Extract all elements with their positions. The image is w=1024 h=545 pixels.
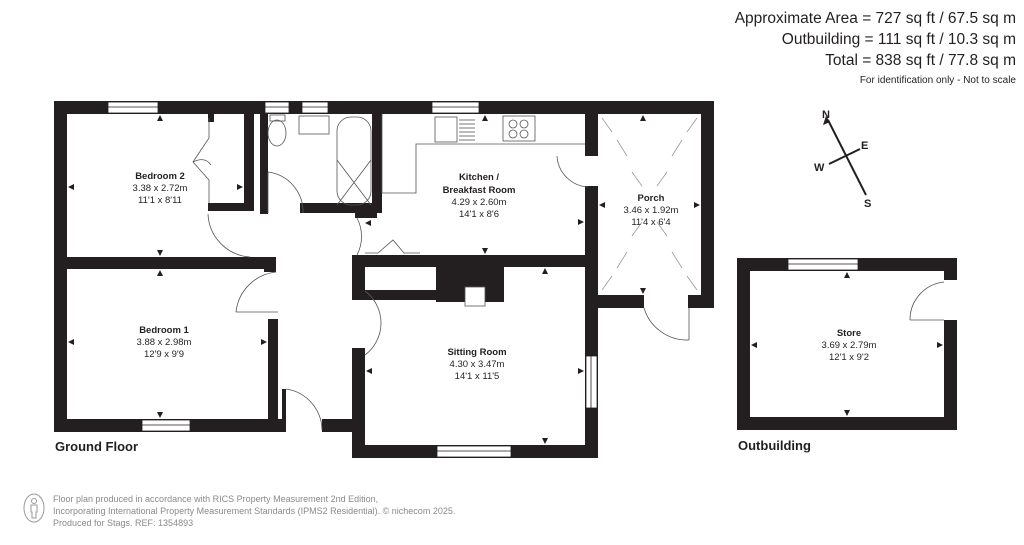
sink-icon [434,116,458,143]
sitting-imperial: 14'1 x 11'5 [455,371,500,382]
footer-line-2: Incorporating International Property Mea… [53,506,456,516]
approximate-area: Approximate Area = 727 sq ft / 67.5 sq m [734,10,1016,27]
bedroom2-name: Bedroom 2 [135,171,185,182]
compass-n: N [822,109,830,121]
kitchen-name-1: Kitchen / [459,172,499,183]
door-sitting [364,290,382,356]
footer-line-1: Floor plan produced in accordance with R… [53,494,379,504]
bathroom-fixtures [267,114,372,206]
walls [54,101,957,458]
measurement-arrows [68,115,943,444]
door-bathroom [267,171,304,214]
door-bedroom1 [235,271,277,313]
total-area: Total = 838 sq ft / 77.8 sq m [825,52,1016,69]
bedroom2-imperial: 11'1 x 8'11 [138,195,182,206]
hearth [464,286,486,307]
outbuilding-area: Outbuilding = 111 sq ft / 10.3 sq m [781,31,1016,48]
window-bedroom2 [107,101,159,114]
area-summary: Approximate Area = 727 sq ft / 67.5 sq m… [735,8,1016,88]
bedroom1-metric: 3.88 x 2.98m [137,337,192,348]
door-porch-outer [643,307,690,341]
porch-name: Porch [638,193,665,204]
door-kitchen [356,217,362,256]
kitchen-units [381,114,585,194]
room-labels: Bedroom 2 3.38 x 2.72m 11'1 x 8'11 Kitch… [133,171,877,382]
store-metric: 3.69 x 2.79m [822,340,877,351]
outbuilding-label: Outbuilding [738,438,811,453]
porch-roof-lines [601,117,698,291]
compass-icon: N E W S [814,109,871,210]
kitchen-name-2: Breakfast Room [443,185,516,196]
window-bath [301,101,329,114]
window-bedroom1 [141,419,191,432]
bedroom1-imperial: 12'9 x 9'9 [144,349,184,360]
ground-floor-label: Ground Floor [55,439,139,454]
disclaimer: For identification only - Not to scale [859,75,1016,86]
drainer-icon [459,119,475,141]
door-bedroom2 [207,213,251,258]
sitting-metric: 4.30 x 3.47m [450,359,505,370]
bedroom1-name: Bedroom 1 [139,325,189,336]
window-wc [264,101,290,114]
bedroom2-metric: 3.38 x 2.72m [133,183,188,194]
porch-imperial: 11'4 x 6'4 [631,217,670,228]
kitchen-imperial: 14'1 x 8'6 [459,209,499,220]
window-store [787,258,859,271]
basin-icon [298,115,330,135]
door-store [909,281,945,321]
store-imperial: 12'1 x 9'2 [829,352,869,363]
compass-s: S [864,198,871,210]
compass-e: E [861,140,868,152]
store-name: Store [837,328,861,339]
window-sitting-front [436,445,512,458]
door-swings [192,118,945,431]
window-sitting-side [585,355,598,409]
kitchen-metric: 4.29 x 2.60m [452,197,507,208]
toilet-icon [267,119,287,147]
footer: Floor plan produced in accordance with R… [23,493,455,529]
door-porch-inner [556,155,589,188]
bath-icon [336,116,372,206]
windows [107,101,859,458]
cupboard-doors [365,239,420,254]
hob-icon [502,115,536,142]
person-icon [23,493,45,523]
porch-metric: 3.46 x 1.92m [624,205,679,216]
sitting-name: Sitting Room [447,347,506,358]
door-front [285,388,323,431]
compass-w: W [814,162,825,174]
footer-line-3: Produced for Stags. REF: 1354893 [53,518,194,528]
window-kitchen [431,101,480,114]
